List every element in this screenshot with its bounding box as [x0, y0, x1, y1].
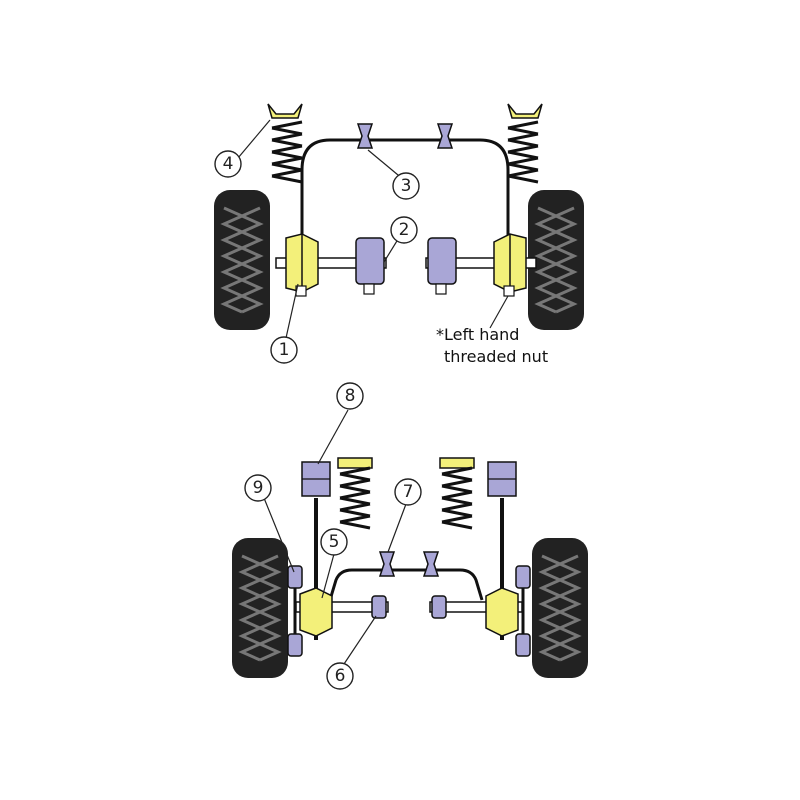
svg-text:5: 5 — [329, 532, 340, 552]
left-top-mount — [267, 103, 303, 119]
svg-text:8: 8 — [345, 386, 356, 406]
rear-arb-bush-right — [422, 551, 440, 577]
right-rear-spring — [440, 466, 474, 530]
right-rear-hub-bush — [485, 587, 519, 637]
right-front-spring — [506, 120, 540, 184]
svg-text:3: 3 — [401, 176, 412, 196]
callout-5: 5 — [320, 528, 348, 556]
note-line-1: *Left hand — [436, 325, 519, 344]
right-wishbone-rod — [425, 257, 537, 269]
callout-3: 3 — [392, 172, 420, 200]
left-rear-hub-bush — [299, 587, 333, 637]
callout-6: 6 — [326, 662, 354, 690]
svg-text:6: 6 — [335, 666, 346, 686]
front-arb-bush-right — [436, 123, 454, 149]
left-rear-spring-pad — [337, 457, 373, 469]
rear-axle-group: 8 9 7 5 6 — [230, 382, 590, 690]
svg-text:9: 9 — [253, 478, 264, 498]
left-front-spring — [270, 120, 304, 184]
left-rear-wishbone-bush — [355, 237, 385, 285]
callout-8: 8 — [336, 382, 364, 410]
left-rear-spring — [338, 466, 372, 530]
svg-text:2: 2 — [399, 220, 410, 240]
front-axle-group: 4 3 2 1 *Left hand threaded nut — [212, 103, 586, 366]
note-line-2: threaded nut — [444, 347, 548, 366]
right-rear-inner-bush — [431, 595, 447, 619]
left-link-bush-lower — [287, 633, 303, 657]
callout-7: 7 — [394, 478, 422, 506]
svg-text:7: 7 — [403, 482, 414, 502]
left-link-bush-upper — [287, 565, 303, 589]
front-anti-roll-bar — [300, 138, 510, 240]
callout-4: 4 — [214, 150, 242, 178]
svg-text:1: 1 — [279, 340, 290, 360]
right-link-bush-lower — [515, 633, 531, 657]
callout-1: 1 — [270, 336, 298, 364]
callout-2: 2 — [390, 216, 418, 244]
right-rear-spring-pad — [439, 457, 475, 469]
right-top-mount — [507, 103, 543, 119]
callout-9: 9 — [244, 474, 272, 502]
left-wishbone-rod — [275, 257, 387, 269]
left-hand-threaded-nut — [503, 285, 515, 297]
rear-arb-bush-left — [378, 551, 396, 577]
left-front-tyre — [212, 188, 272, 332]
svg-text:4: 4 — [223, 154, 234, 174]
right-link-bush-upper — [515, 565, 531, 589]
bolt-nut — [363, 283, 375, 295]
right-rear-wishbone-bush — [427, 237, 457, 285]
right-rear-tyre — [530, 536, 590, 680]
left-rear-tyre — [230, 536, 290, 680]
bolt-nut — [435, 283, 447, 295]
left-rear-inner-bush — [371, 595, 387, 619]
front-arb-bush-left — [356, 123, 374, 149]
rear-anti-roll-bar — [328, 568, 484, 601]
